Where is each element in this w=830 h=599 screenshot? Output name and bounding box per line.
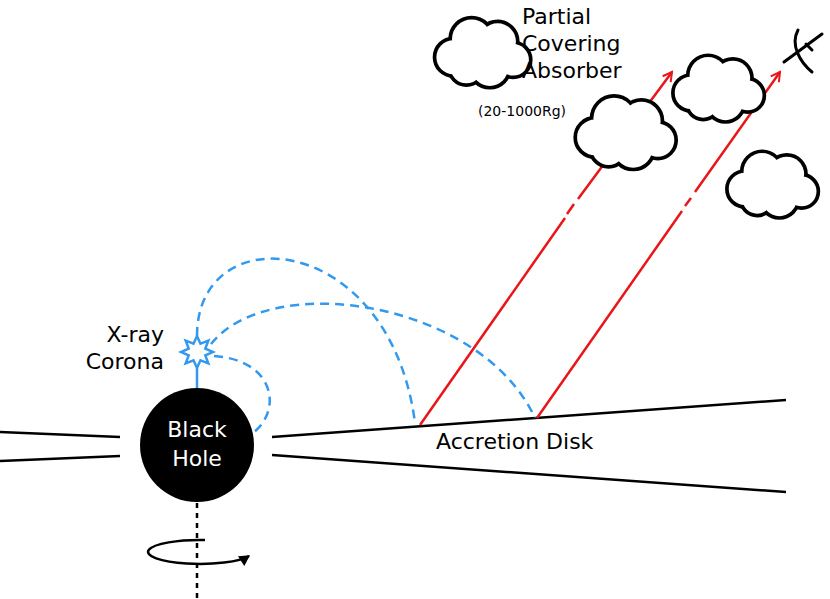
field-lines — [197, 259, 535, 432]
spin-axis — [196, 503, 199, 599]
absorber-label: Partial Covering Absorber — [522, 4, 652, 84]
corona-stem — [196, 368, 199, 389]
cloud — [435, 18, 530, 87]
node-label: Black Hole — [152, 416, 242, 473]
absorber-clouds — [435, 18, 817, 217]
corona-label: X-ray Corona — [68, 322, 164, 376]
absorber-range: (20-1000Rg) — [478, 103, 608, 120]
light-rays — [420, 72, 780, 425]
black-hole-circle: Black Hole — [140, 388, 254, 502]
cloud — [576, 97, 676, 169]
corona-star — [181, 336, 213, 368]
cloud — [674, 56, 764, 121]
spin-arrow — [148, 540, 249, 564]
disk-label: Accretion Disk — [436, 429, 636, 456]
accretion-disk — [0, 400, 786, 492]
observer-eye — [784, 30, 822, 72]
cloud — [728, 152, 818, 217]
